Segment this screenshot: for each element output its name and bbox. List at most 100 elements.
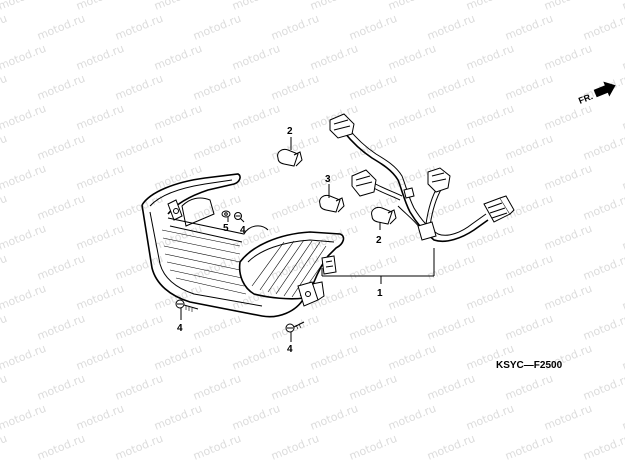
harness-connector <box>483 195 515 223</box>
watermark-text: motod.ru <box>386 282 438 313</box>
watermark-text: motod.ru <box>581 132 625 163</box>
bulb-upper <box>277 149 303 167</box>
watermark-text: motod.ru <box>386 402 438 433</box>
watermark-text: motod.ru <box>464 222 516 253</box>
watermark-text: motod.ru <box>347 432 399 463</box>
watermark-text: motod.ru <box>0 222 48 253</box>
screw-left <box>175 299 199 312</box>
watermark-text: motod.ru <box>620 342 625 373</box>
watermark-text: motod.ru <box>113 12 165 43</box>
mounting-bracket <box>297 281 325 307</box>
watermark-text: motod.ru <box>35 312 87 343</box>
tail-light-housing <box>141 173 315 318</box>
watermark-text: motod.ru <box>620 282 625 313</box>
socket-right <box>427 167 451 193</box>
watermark-text: motod.ru <box>386 342 438 373</box>
watermark-text: motod.ru <box>425 252 477 283</box>
watermark-text: motod.ru <box>74 0 126 13</box>
diagram-code: KSYC—F2500 <box>496 360 563 371</box>
watermark-text: motod.ru <box>230 42 282 73</box>
watermark-text: motod.ru <box>581 312 625 343</box>
watermark-text: motod.ru <box>581 12 625 43</box>
watermark-text: motod.ru <box>0 0 48 13</box>
watermark-text: motod.ru <box>0 162 48 193</box>
watermark-text: motod.ru <box>113 252 165 283</box>
watermark-text: motod.ru <box>230 342 282 373</box>
watermark-text: motod.ru <box>152 102 204 133</box>
watermark-text: motod.ru <box>0 432 9 463</box>
watermark-text: motod.ru <box>152 342 204 373</box>
watermark-text: motod.ru <box>386 102 438 133</box>
watermark-text: motod.ru <box>425 12 477 43</box>
bulb-lower <box>371 207 397 225</box>
watermark-text: motod.ru <box>269 12 321 43</box>
watermark-text: motod.ru <box>230 402 282 433</box>
watermark-text: motod.ru <box>35 72 87 103</box>
watermark-text: motod.ru <box>386 0 438 13</box>
watermark-text: motod.ru <box>425 372 477 403</box>
watermark-text: motod.ru <box>269 252 321 283</box>
watermark-text: motod.ru <box>581 432 625 463</box>
watermark-text: motod.ru <box>620 162 625 193</box>
watermark-text: motod.ru <box>542 102 594 133</box>
watermark-text: motod.ru <box>269 372 321 403</box>
watermark-text: motod.ru <box>503 432 555 463</box>
watermark-text: motod.ru <box>113 372 165 403</box>
watermark-text: motod.ru <box>0 252 9 283</box>
watermark-text: motod.ru <box>542 402 594 433</box>
watermark-text: motod.ru <box>0 312 9 343</box>
callouts: 2 3 2 5 4 4 4 1 <box>177 126 383 355</box>
watermark-text: motod.ru <box>113 432 165 463</box>
watermark-text: motod.ru <box>191 72 243 103</box>
watermark-text: motod.ru <box>0 102 48 133</box>
callout-4-top: 4 <box>240 225 246 236</box>
callout-5: 5 <box>223 223 229 234</box>
front-arrow-icon <box>593 81 616 98</box>
watermark-text: motod.ru <box>74 282 126 313</box>
watermark-text: motod.ru <box>35 372 87 403</box>
screw-top <box>234 212 242 220</box>
watermark-text: motod.ru <box>74 222 126 253</box>
socket-top <box>329 113 355 139</box>
watermark-text: motod.ru <box>464 162 516 193</box>
watermark-text: motod.ru <box>191 312 243 343</box>
callout-4-bottom: 4 <box>287 344 293 355</box>
watermark-text: motod.ru <box>74 162 126 193</box>
watermark-text: motod.ru <box>620 102 625 133</box>
watermark-text: motod.ru <box>0 192 9 223</box>
leader-lines <box>180 137 435 342</box>
watermark-text: motod.ru <box>620 42 625 73</box>
watermark-text: motod.ru <box>269 72 321 103</box>
watermark-text: motod.ru <box>0 72 9 103</box>
watermark-text: motod.ru <box>113 312 165 343</box>
watermark-text: motod.ru <box>425 132 477 163</box>
watermark-text: motod.ru <box>191 12 243 43</box>
watermark-text: motod.ru <box>464 402 516 433</box>
watermark-text: motod.ru <box>308 0 360 13</box>
watermark-text: motod.ru <box>425 312 477 343</box>
watermark-text: motod.ru <box>230 102 282 133</box>
watermark-text: motod.ru <box>152 402 204 433</box>
watermark-text: motod.ru <box>230 0 282 13</box>
watermark-text: motod.ru <box>113 72 165 103</box>
watermark-text: motod.ru <box>0 132 9 163</box>
watermark-text: motod.ru <box>152 42 204 73</box>
watermark-text: motod.ru <box>308 402 360 433</box>
callout-3: 3 <box>325 174 331 185</box>
watermark-text: motod.ru <box>308 342 360 373</box>
watermark-text: motod.ru <box>0 402 48 433</box>
watermark-text: motod.ru <box>113 192 165 223</box>
watermark-text: motod.ru <box>0 42 48 73</box>
watermark-text: motod.ru <box>581 372 625 403</box>
bulb-middle <box>319 195 345 213</box>
watermark-text: motod.ru <box>347 372 399 403</box>
callout-2-lower: 2 <box>376 235 382 246</box>
watermark-text: motod.ru <box>503 372 555 403</box>
watermark-text: motod.ru <box>35 432 87 463</box>
callout-1: 1 <box>377 288 383 299</box>
watermark-text: motod.ru <box>35 252 87 283</box>
watermark-text: motod.ru <box>74 42 126 73</box>
watermark-text: motod.ru <box>542 222 594 253</box>
watermark-text: motod.ru <box>35 192 87 223</box>
